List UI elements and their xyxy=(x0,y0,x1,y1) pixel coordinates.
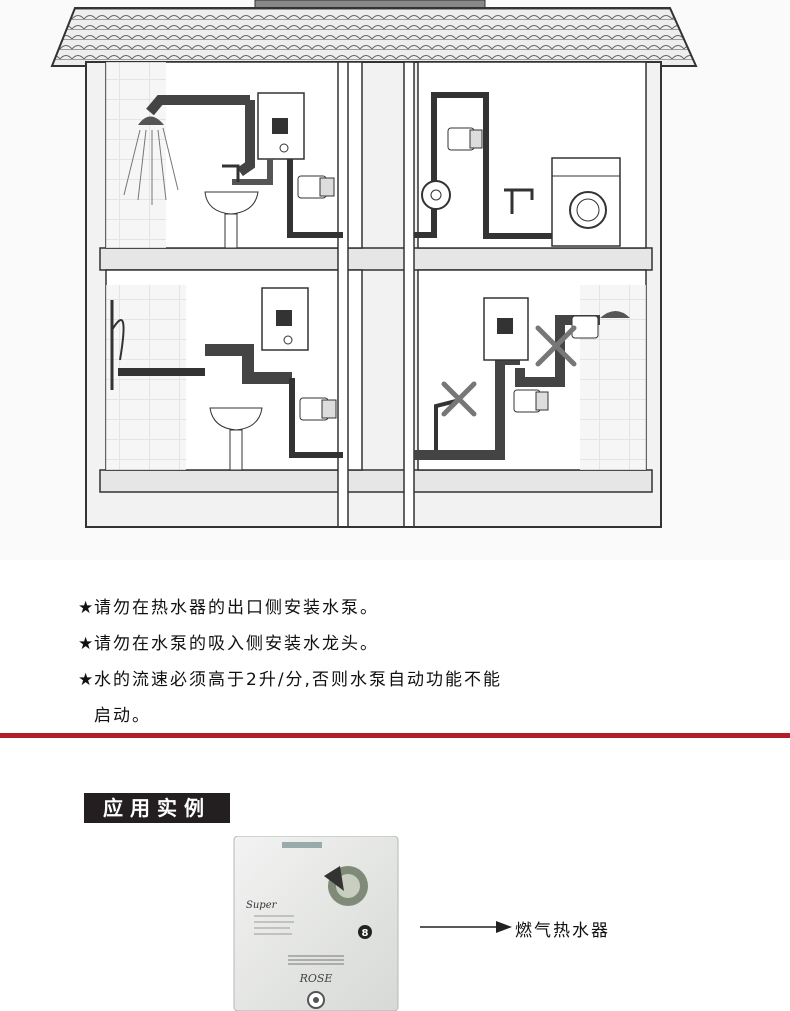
shower-head-icon xyxy=(123,95,250,205)
faucet-icon xyxy=(504,188,534,214)
section-divider xyxy=(0,733,790,738)
note-3-continuation: 启动。 xyxy=(94,706,151,726)
heater-callout-label: 燃气热水器 xyxy=(515,921,610,941)
model-number: 8 xyxy=(362,928,369,939)
note-1: ★请勿在热水器的出口侧安装水泵。 xyxy=(78,590,738,626)
water-meter-icon xyxy=(421,180,451,210)
pump-icon-4 xyxy=(513,389,549,413)
sink-icon-2 xyxy=(209,407,263,471)
roof xyxy=(50,7,698,67)
note-2: ★请勿在水泵的吸入侧安装水龙头。 xyxy=(78,626,738,662)
callout-arrow-icon xyxy=(420,921,512,933)
pump-icon xyxy=(297,175,335,199)
water-heater-icon-3 xyxy=(483,297,529,361)
installation-diagram xyxy=(50,0,698,528)
section-title: 应用实例 xyxy=(84,793,230,823)
star-bullet-icon: ★ xyxy=(78,598,96,618)
washing-machine-icon xyxy=(551,157,621,247)
water-heater-icon-2 xyxy=(261,287,309,351)
shower-head-icon-2 xyxy=(600,311,630,318)
installation-notes: ★请勿在热水器的出口侧安装水泵。 ★请勿在水泵的吸入侧安装水龙头。 ★水的流速必… xyxy=(78,590,738,734)
cross-mark-icon-2 xyxy=(535,325,577,367)
water-heater-icon xyxy=(257,92,305,160)
star-bullet-icon: ★ xyxy=(78,670,96,690)
model-badge xyxy=(358,925,372,939)
note-3: ★水的流速必须高于2升/分,否则水泵自动功能不能 xyxy=(78,662,738,698)
hand-shower-icon xyxy=(110,300,205,390)
pump-icon-2 xyxy=(447,127,483,151)
cross-mark-icon xyxy=(441,381,477,417)
main-pipe-right xyxy=(403,61,415,528)
star-bullet-icon: ★ xyxy=(78,634,96,654)
brand-name: ROSE xyxy=(299,972,333,985)
pump-icon-3 xyxy=(299,397,337,421)
brand-script: Super xyxy=(246,900,278,911)
gas-water-heater-image: Super 8 ROSE xyxy=(233,836,399,1011)
sink-icon xyxy=(204,164,259,249)
